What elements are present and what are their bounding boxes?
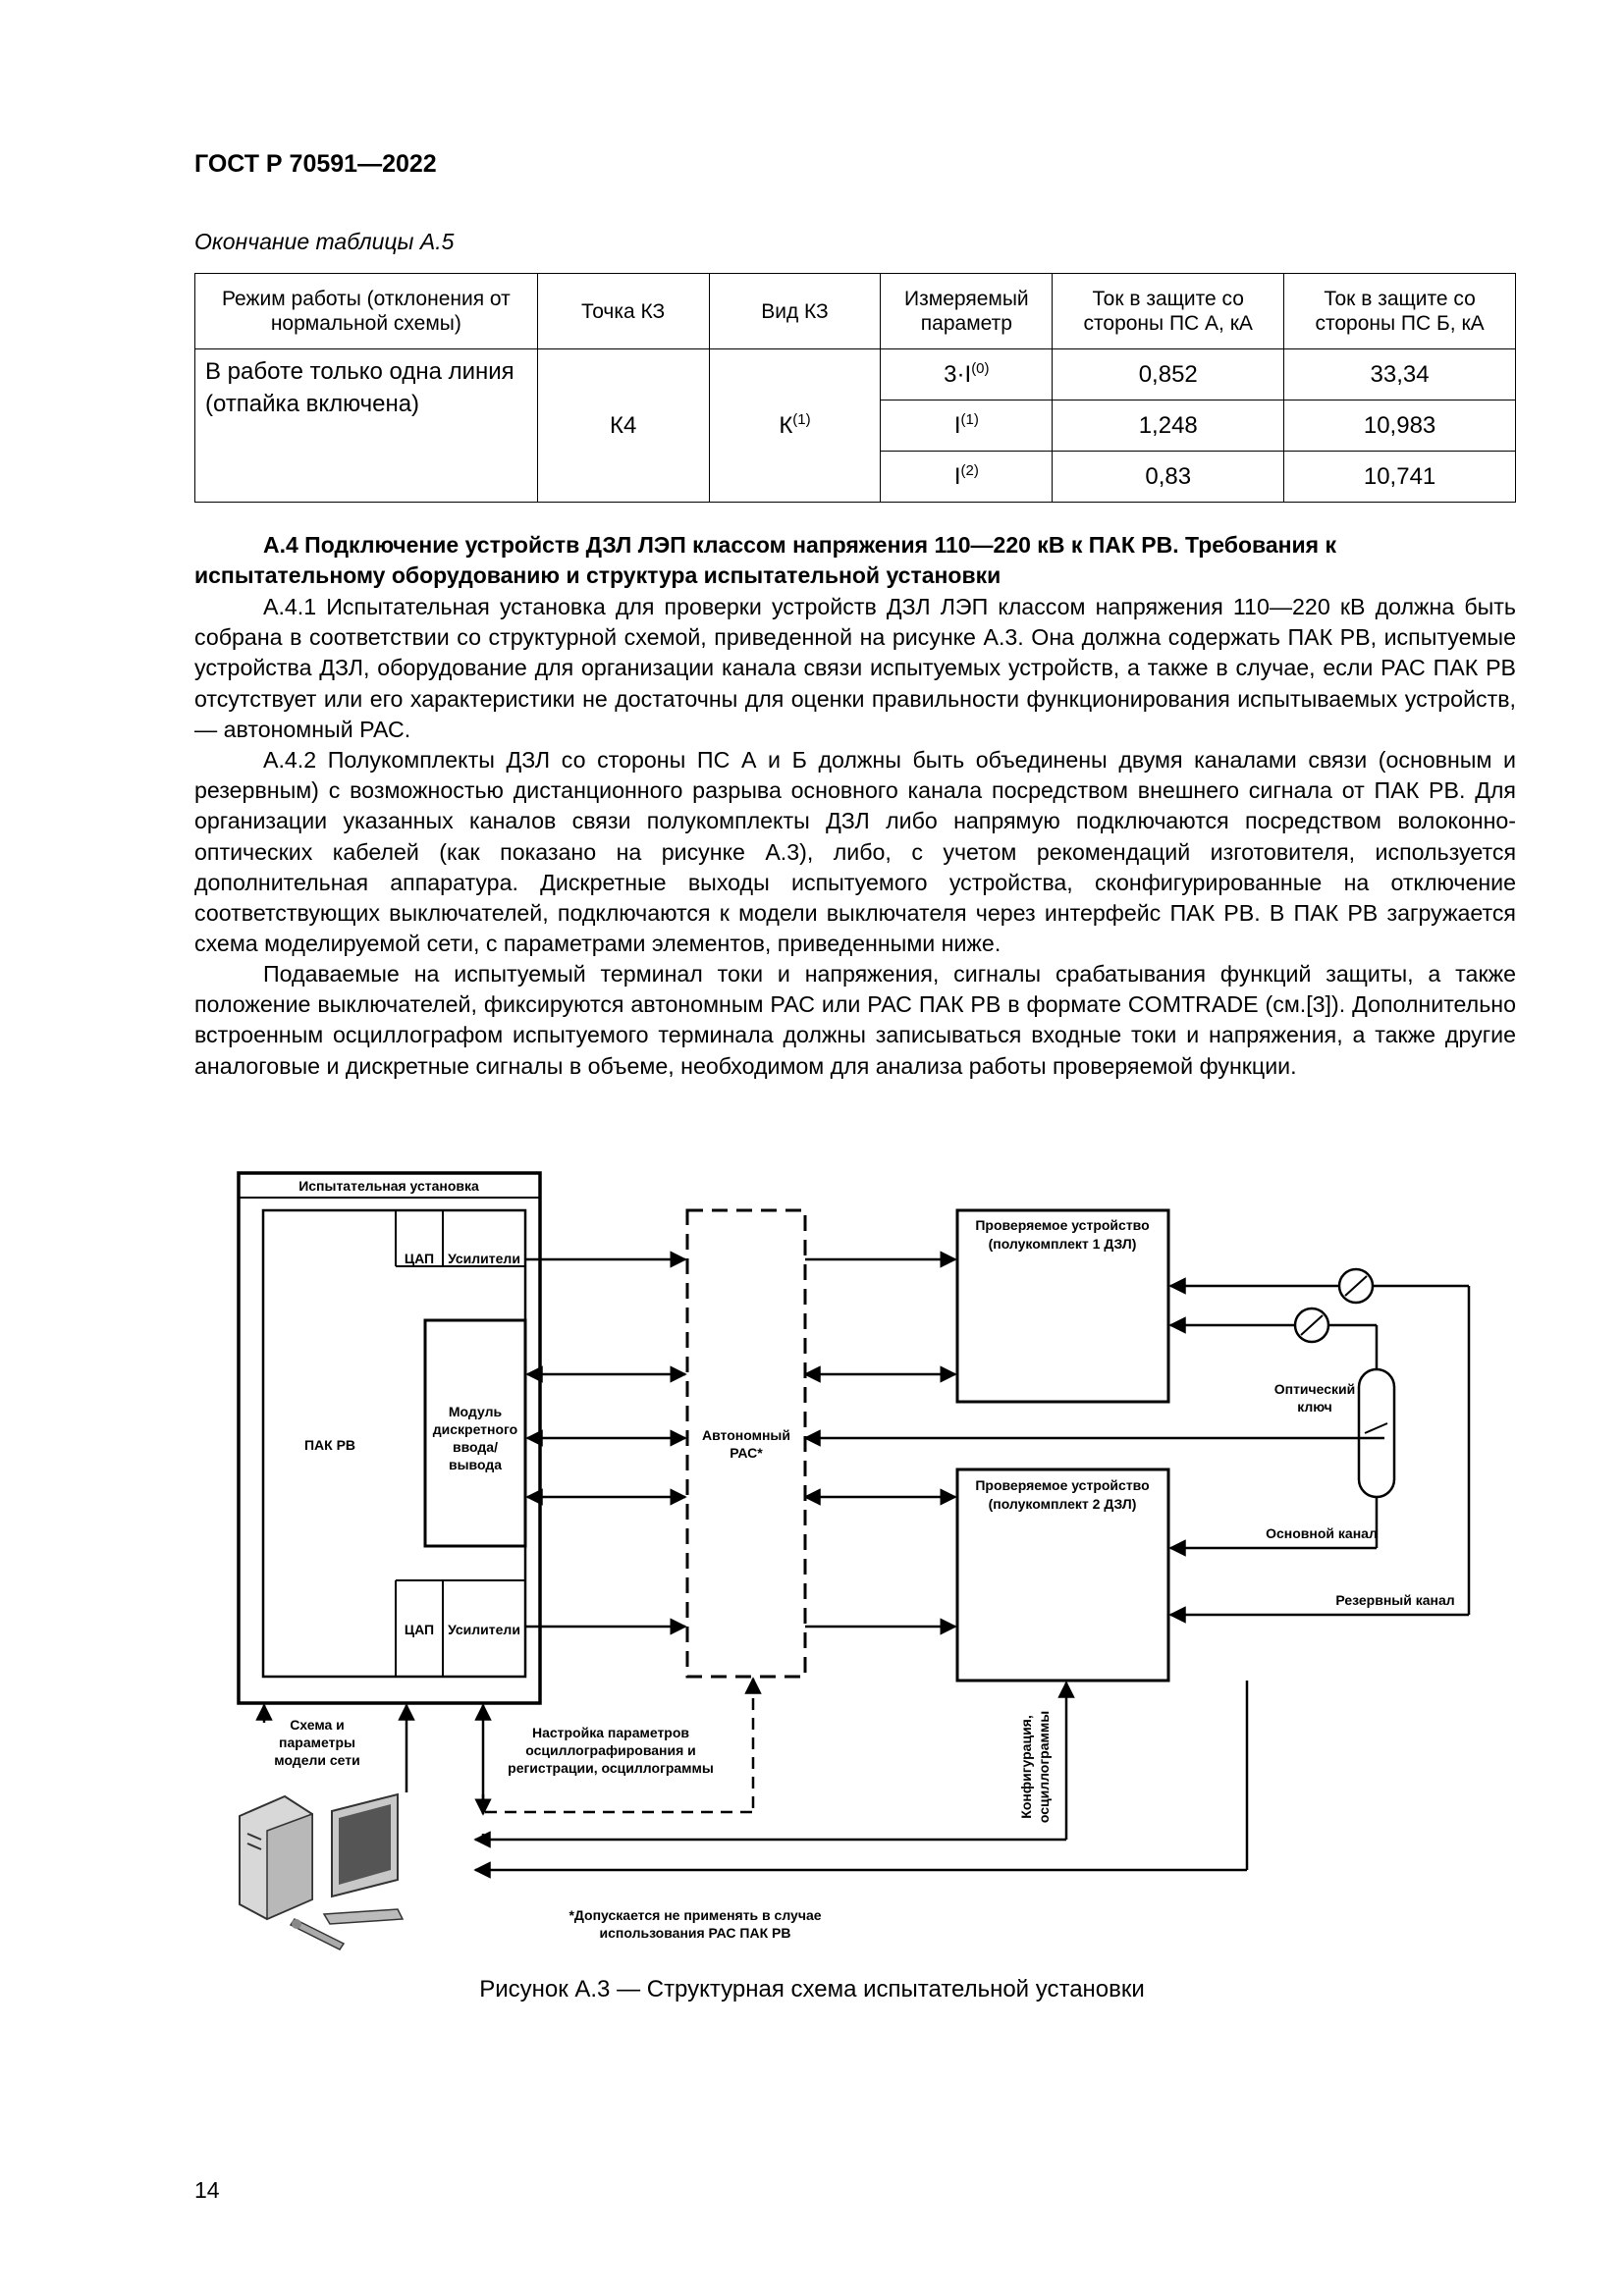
optical-key-box — [1357, 1367, 1396, 1499]
label-module-4: вывода — [449, 1457, 502, 1472]
table-cell-mode: В работе только одна линия (отпайка вклю… — [194, 348, 538, 503]
paragraph-registration: Подаваемые на испытуемый терминал токи и… — [194, 959, 1516, 1082]
module-box — [423, 1318, 527, 1548]
table-header-cell: Ток в защите со стороны ПС А, кА — [1052, 273, 1285, 349]
table-cell-param: I(1) — [880, 400, 1054, 452]
label-note-2: использования РАС ПАК РВ — [600, 1925, 791, 1941]
param-sup: (0) — [971, 360, 990, 377]
table-header-row: Режим работы (отклонения от нормальной с… — [194, 273, 1516, 349]
label-scheme-1: Схема и — [290, 1717, 345, 1733]
table-header-cell: Точка КЗ — [536, 273, 710, 349]
section-heading-line2: испытательному оборудованию и структура … — [194, 562, 1001, 588]
label-test-setup: Испытательная установка — [298, 1178, 479, 1194]
label-config-1: Конфигурация, — [1018, 1715, 1034, 1818]
param-sup: (1) — [960, 411, 979, 428]
label-amps-bottom: Усилители — [448, 1622, 520, 1637]
table-header-cell: Режим работы (отклонения от нормальной с… — [194, 273, 538, 349]
param-base: I — [953, 412, 961, 439]
table-cell-a: 1,248 — [1052, 400, 1285, 452]
label-module-2: дискретного — [433, 1421, 518, 1437]
table-cell-point: К4 — [536, 348, 710, 503]
label-pac-1: Автономный — [702, 1427, 790, 1443]
label-module-3: ввода/ — [453, 1439, 498, 1455]
label-optical-key-2: ключ — [1297, 1399, 1332, 1415]
label-dev2-1: Проверяемое устройство — [975, 1477, 1149, 1493]
table-cell-b: 33,34 — [1283, 348, 1516, 400]
paragraph-text: Подаваемые на испытуемый терминал токи и… — [194, 961, 1516, 1079]
figure-caption: Рисунок А.3 — Структурная схема испытате… — [479, 1976, 1145, 2002]
label-optical-key-1: Оптический — [1274, 1381, 1356, 1397]
table-header-cell: Вид КЗ — [708, 273, 882, 349]
kind-base: К — [779, 412, 793, 439]
table-cell-a: 0,83 — [1052, 451, 1285, 503]
table-row: I(2) 0,83 10,741 — [195, 451, 1516, 503]
device-1-box — [955, 1208, 1170, 1404]
pac-box — [685, 1208, 807, 1679]
section-heading-line1: А.4 Подключение устройств ДЗЛ ЛЭП классо… — [263, 532, 1336, 558]
label-dev1-2: (полукомплект 1 ДЗЛ) — [989, 1236, 1137, 1252]
table-cell-kind: К(1) — [708, 348, 882, 503]
table-cell-param: 3·I(0) — [880, 348, 1054, 400]
label-reserve-channel: Резервный канал — [1335, 1592, 1454, 1608]
table-cell-b: 10,741 — [1283, 451, 1516, 503]
label-dev2-2: (полукомплект 2 ДЗЛ) — [989, 1496, 1137, 1512]
label-module-1: Модуль — [449, 1404, 503, 1419]
label-pak: ПАК РВ — [304, 1437, 355, 1453]
label-settings-2: осциллографирования и — [525, 1742, 696, 1758]
label-config-2: осциллограммы — [1036, 1711, 1052, 1823]
label-settings-1: Настройка параметров — [532, 1725, 689, 1740]
label-scheme-3: модели сети — [274, 1752, 359, 1768]
document-header: ГОСТ Р 70591—2022 — [194, 150, 437, 178]
paragraph-a42: А.4.2 Полукомплекты ДЗЛ со стороны ПС А … — [194, 745, 1516, 959]
label-note-1: *Допускается не применять в случае — [568, 1907, 821, 1923]
label-main-channel: Основной канал — [1266, 1525, 1378, 1541]
section-heading: А.4 Подключение устройств ДЗЛ ЛЭП классо… — [194, 530, 1516, 591]
param-base: 3·I — [944, 361, 972, 388]
computer-icon — [239, 1792, 405, 1950]
device-2-box — [955, 1468, 1170, 1682]
label-dac-top: ЦАП — [405, 1251, 434, 1266]
label-dev1-1: Проверяемое устройство — [975, 1217, 1149, 1233]
label-dac-bottom: ЦАП — [405, 1622, 434, 1637]
label-scheme-2: параметры — [279, 1735, 355, 1750]
table-cell-param: I(2) — [880, 451, 1054, 503]
paragraph-text: А.4.1 Испытательная установка для провер… — [194, 594, 1516, 742]
table-header-cell: Ток в защите со стороны ПС Б, кА — [1283, 273, 1516, 349]
table-row: I(1) 1,248 10,983 — [195, 400, 1516, 452]
page-number: 14 — [194, 2177, 220, 2203]
table-header-cell: Измеряемый параметр — [880, 273, 1054, 349]
paragraph-a41: А.4.1 Испытательная установка для провер… — [194, 592, 1516, 745]
kind-sup: (1) — [792, 411, 811, 428]
data-table: Режим работы (отклонения от нормальной с… — [194, 273, 1516, 503]
label-pac-2: РАС* — [730, 1445, 763, 1461]
param-sup: (2) — [960, 462, 979, 479]
table-row: В работе только одна линия (отпайка вклю… — [194, 348, 1516, 503]
table-caption: Окончание таблицы А.5 — [194, 229, 455, 254]
label-amps-top: Усилители — [448, 1251, 520, 1266]
paragraph-text: А.4.2 Полукомплекты ДЗЛ со стороны ПС А … — [194, 747, 1516, 957]
label-settings-3: регистрации, осциллограммы — [508, 1760, 714, 1776]
param-base: I — [953, 463, 961, 490]
